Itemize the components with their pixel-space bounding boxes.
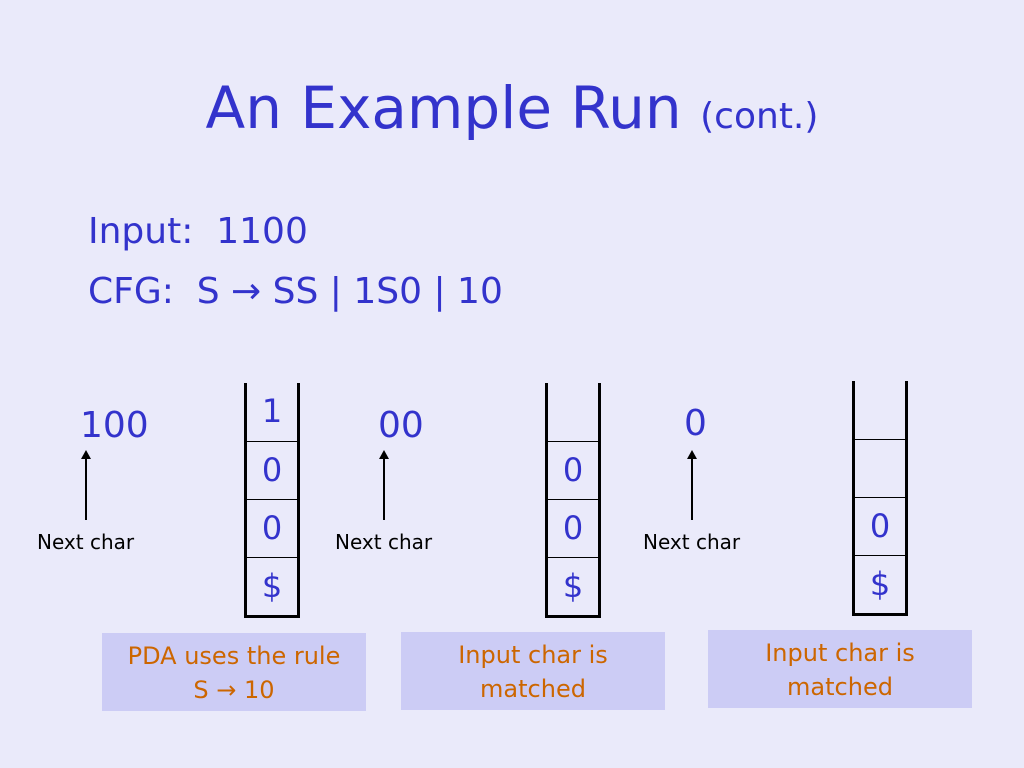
stack-cell: $	[855, 555, 905, 613]
caption-line: Input char is	[458, 641, 608, 669]
caption-line: matched	[480, 675, 586, 703]
remaining-input-1: 100	[80, 405, 149, 446]
stack-1: 1 0 0 $	[244, 383, 300, 618]
stack-cell: 0	[548, 499, 598, 557]
next-char-arrow-icon	[379, 450, 389, 520]
stack-3: 0 $	[852, 381, 908, 616]
cfg-line: CFG: S → SS | 1S0 | 10	[88, 271, 503, 312]
caption-box-3: Input char is matched	[708, 630, 972, 708]
caption-line: S → 10	[193, 676, 275, 704]
stack-cell: 0	[855, 497, 905, 555]
stack-cell	[855, 381, 905, 439]
stack-cell	[548, 383, 598, 441]
slide-title: An Example Run (cont.)	[0, 68, 1024, 157]
caption-box-2: Input char is matched	[401, 632, 665, 710]
next-char-label-2: Next char	[335, 530, 433, 554]
caption-box-1: PDA uses the rule S → 10	[102, 633, 366, 711]
stack-2: 0 0 $	[545, 383, 601, 618]
next-char-label-1: Next char	[37, 530, 135, 554]
stack-cell: 0	[247, 499, 297, 557]
next-char-label-3: Next char	[643, 530, 741, 554]
remaining-input-2: 00	[378, 405, 424, 446]
stack-cell: $	[247, 557, 297, 615]
stack-cell: 0	[548, 441, 598, 499]
stack-cell: 0	[247, 441, 297, 499]
input-line: Input: 1100	[88, 211, 308, 252]
stack-cell: $	[548, 557, 598, 615]
caption-line: PDA uses the rule	[127, 642, 341, 670]
next-char-arrow-icon	[81, 450, 91, 520]
slide-title-sub: (cont.)	[700, 96, 819, 137]
remaining-input-3: 0	[684, 403, 707, 444]
caption-line: matched	[787, 673, 893, 701]
slide-title-main: An Example Run	[205, 74, 682, 142]
caption-line: Input char is	[765, 639, 915, 667]
stack-cell	[855, 439, 905, 497]
stack-cell: 1	[261, 392, 283, 430]
next-char-arrow-icon	[687, 450, 697, 520]
